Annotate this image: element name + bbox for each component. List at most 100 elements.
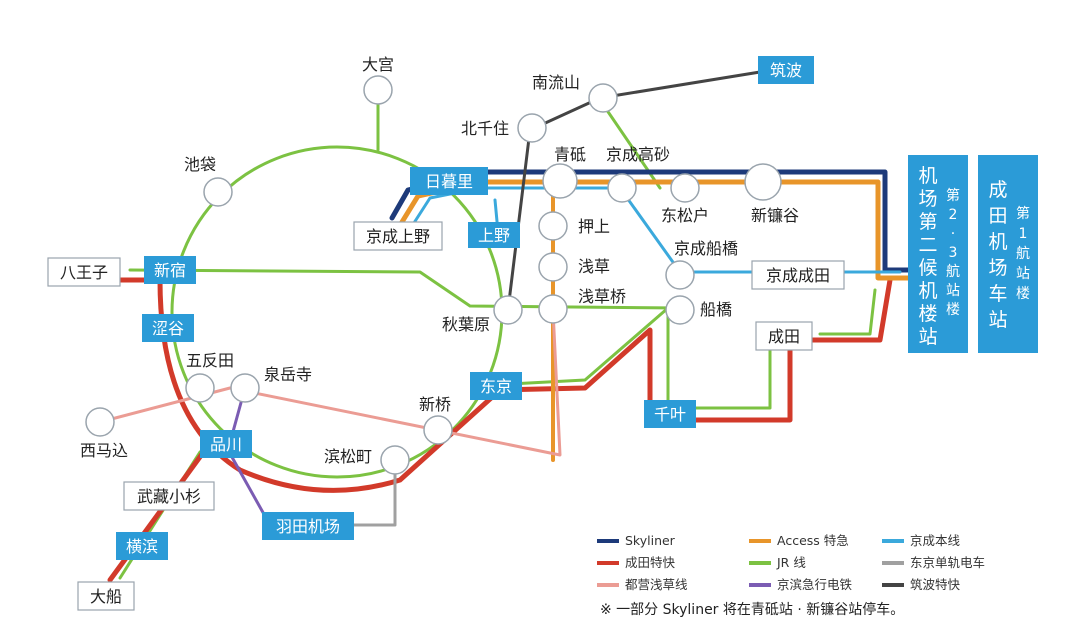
station-box-tsukuba[interactable]: 筑波 [758,56,814,84]
terminal-char: 2 [949,207,958,223]
station-circle-akihabara[interactable] [493,295,523,325]
legend-label: 筑波特快 [910,577,961,592]
station-circle-gotanda[interactable] [185,373,215,403]
station-circle-shin-kamagaya[interactable] [744,163,782,201]
terminal-char: 航 [946,264,960,280]
station-box-keisei-narita[interactable]: 京成成田 [751,260,845,290]
legend-label: 东京单轨电车 [910,555,985,570]
terminal-char: 航 [1016,246,1030,262]
terminal-char: 机 [988,231,1007,253]
svg-text:品川: 品川 [210,435,242,454]
legend-label: Access 特急 [777,533,849,548]
station-box-hachioji[interactable]: 八王子 [47,257,121,287]
legend-label: 京滨急行电铁 [777,577,853,592]
svg-text:横滨: 横滨 [126,537,158,556]
station-circle-shimbashi[interactable] [423,415,453,445]
terminal-char: 站 [988,309,1007,331]
station-box-yokohama[interactable]: 横滨 [116,532,168,560]
svg-text:大船: 大船 [90,587,122,606]
station-circle-asakusabashi[interactable] [538,294,568,324]
label-higashi-matsudo: 东松户 [661,206,709,225]
station-circle-kita-senju[interactable] [517,113,547,143]
label-funabashi: 船橋 [700,300,732,319]
svg-text:筑波: 筑波 [770,61,802,80]
station-circle-funabashi[interactable] [665,295,695,325]
legend-label: 成田特快 [625,555,676,570]
label-kita-senju: 北千住 [461,119,509,138]
legend-label: Skyliner [625,533,676,548]
terminal-char: 田 [988,205,1007,227]
station-box-ofuna[interactable]: 大船 [77,581,135,611]
label-gotanda: 五反田 [186,351,234,370]
station-circle-aoto[interactable] [542,163,578,199]
svg-text:东京: 东京 [480,377,512,396]
station-labels: 大宫 南流山 北千住 青砥 京成高砂 池袋 东松户 新镰谷 押上 京成船橋 浅草… [80,55,799,466]
label-oshiage: 押上 [578,217,610,236]
legend-label: 京成本线 [910,533,961,548]
station-box-shinagawa[interactable]: 品川 [200,430,252,458]
terminal-char: 站 [918,326,937,348]
terminal-char: 第 [946,187,960,204]
label-shimbashi: 新桥 [419,395,451,414]
station-circle-oshiage[interactable] [538,211,568,241]
station-box-tokyo[interactable]: 东京 [470,372,522,400]
station-circle-asakusa[interactable] [538,252,568,282]
skyliner-line [389,169,913,273]
station-box-musashi-kosugi[interactable]: 武藏小杉 [123,481,215,511]
jr-line-chiba [508,306,772,410]
terminal-char: 第 [918,211,937,233]
legend-label: 都营浅草线 [625,577,688,592]
station-circle-keisei-funabashi[interactable] [665,260,695,290]
terminal-char: 车 [988,283,1007,305]
terminal-char: 站 [946,283,960,299]
svg-text:成田: 成田 [768,327,800,346]
station-circle-ikebukuro[interactable] [203,177,233,207]
station-circle-minami-nagareyama[interactable] [588,83,618,113]
station-box-shinjuku[interactable]: 新宿 [144,256,196,284]
station-box-haneda[interactable]: 羽田机场 [262,512,354,540]
svg-text:涩谷: 涩谷 [152,319,184,338]
svg-text:京成上野: 京成上野 [366,227,430,246]
station-circle-higashi-matsudo[interactable] [670,173,700,203]
narita-express-south [107,447,208,583]
jr-line-musashino [598,98,662,190]
station-box-shibuya[interactable]: 涩谷 [142,314,194,342]
svg-text:武藏小杉: 武藏小杉 [137,487,201,506]
station-box-narita[interactable]: 成田 [755,321,813,351]
station-circle-hamamatsucho[interactable] [380,445,410,475]
legend-label: JR 线 [776,555,806,570]
svg-text:新宿: 新宿 [154,261,186,280]
label-asakusabashi: 浅草桥 [578,287,626,306]
terminal-char: 成 [988,179,1007,201]
svg-text:日暮里: 日暮里 [425,172,473,191]
station-circle-nishi-magome[interactable] [85,407,115,437]
station-circle-omiya[interactable] [363,75,393,105]
jr-line-sobu [128,268,682,310]
svg-text:上野: 上野 [478,226,510,245]
outlined-station-boxes: 京成上野 八王子 京成成田 成田 武藏小杉 大船 [47,221,845,611]
terminal-char: 候 [918,257,937,279]
station-box-nippori[interactable]: 日暮里 [410,167,488,195]
station-circle-keisei-takasago[interactable] [607,173,637,203]
station-box-chiba[interactable]: 千叶 [644,400,696,428]
station-circle-sengakuji[interactable] [230,373,260,403]
label-keisei-takasago: 京成高砂 [606,145,670,164]
station-box-ueno[interactable]: 上野 [468,222,520,248]
station-circles [85,75,782,475]
label-ikebukuro: 池袋 [184,155,216,174]
label-keisei-funabashi: 京成船橋 [674,239,738,258]
label-omiya: 大宫 [362,55,394,74]
terminal-char: 场 [988,257,1007,279]
terminal-char: 3 [949,245,958,261]
legend-note: ※ 一部分 Skyliner 将在青砥站 · 新镰谷站停车。 [600,601,904,618]
label-hamamatsucho: 滨松町 [324,447,372,466]
blue-station-boxes: 日暮里 上野 新宿 涩谷 东京 千叶 品川 羽田机场 [116,56,814,560]
terminal-char: 站 [1016,266,1030,282]
svg-text:羽田机场: 羽田机场 [276,517,340,536]
terminal-char: 楼 [946,302,960,318]
station-box-keisei-ueno[interactable]: 京成上野 [353,221,443,251]
